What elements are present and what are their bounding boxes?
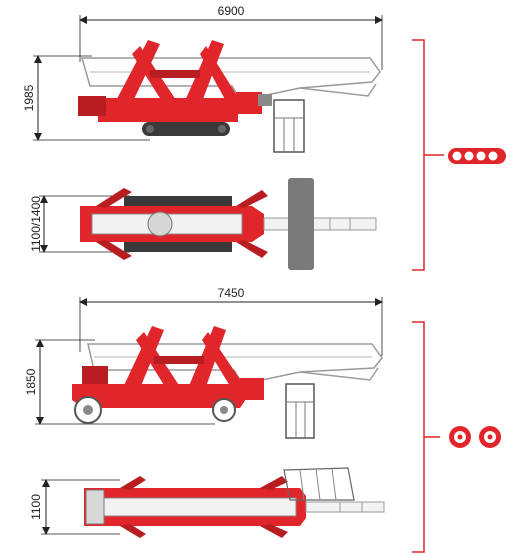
wheeled-top-view: 1100 (29, 467, 385, 538)
height-label: 1850 (24, 368, 38, 395)
tracked-machine-side (78, 40, 381, 153)
crawler-track-icon (448, 148, 506, 164)
wheeled-side-view: 7450 1850 (24, 286, 383, 439)
length-label: 6900 (218, 4, 245, 18)
wheeled-machine-side (72, 326, 383, 439)
width-label: 1100 (29, 494, 43, 520)
tracked-bracket (412, 39, 444, 271)
tracked-side-view: 6900 1985 (22, 4, 383, 153)
length-label: 7450 (218, 286, 245, 300)
height-label: 1985 (22, 84, 36, 111)
wheeled-bracket (412, 321, 440, 553)
wheeled-machine-top (84, 467, 385, 538)
work-platform (283, 467, 355, 501)
tracked-top-view: 1100/1400 (29, 178, 377, 270)
wheels-icon (449, 426, 501, 448)
tracked-machine-top (80, 178, 377, 270)
crawler-track (142, 122, 230, 136)
width-label: 1100/1400 (29, 196, 43, 252)
work-platform (288, 178, 314, 270)
